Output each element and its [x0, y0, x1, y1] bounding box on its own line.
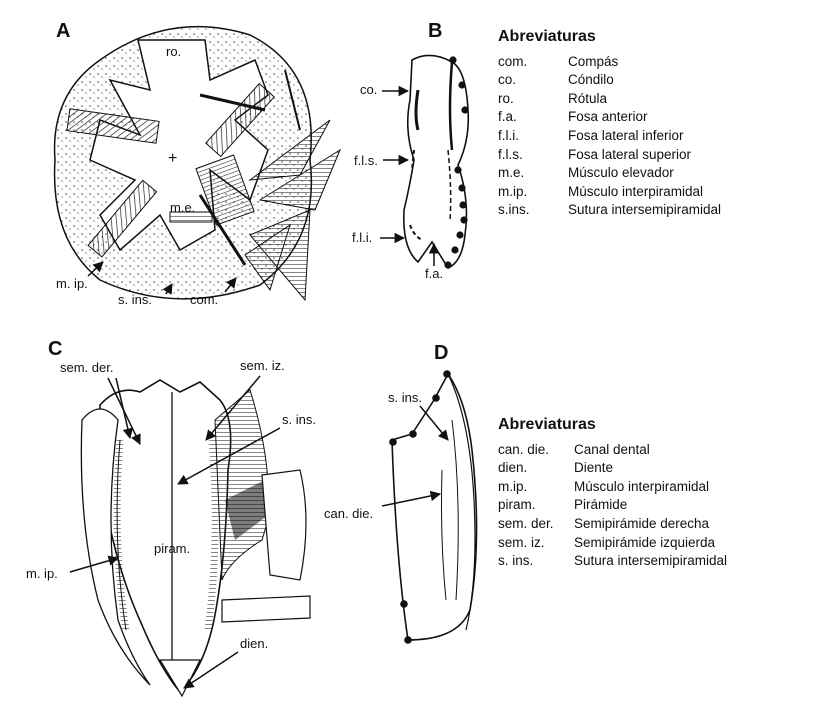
- label-a-sins: s. ins.: [118, 292, 152, 307]
- abbr-code: m.ip.: [498, 478, 528, 494]
- abbr-row: ro. Rótula: [498, 90, 721, 109]
- label-c-mip: m. ip.: [26, 566, 58, 581]
- abbr-code: can. die.: [498, 441, 550, 457]
- abbr-code: com.: [498, 53, 528, 69]
- label-co: co.: [360, 82, 377, 97]
- rotula-outline: [402, 54, 470, 270]
- abbr-meaning: Semipirámide izquierda: [574, 534, 716, 550]
- abbr-meaning: Semipirámide derecha: [574, 515, 710, 531]
- abbr-code: m.ip.: [498, 183, 528, 199]
- abbr-row: f.l.i. Fosa lateral inferior: [498, 127, 721, 146]
- abbr-row: s. ins. Sutura intersemipiramidal: [498, 552, 727, 571]
- label-com: com.: [190, 292, 218, 307]
- abbr-code: dien.: [498, 460, 528, 476]
- label-candie: can. die.: [324, 506, 373, 521]
- abbreviations-top-title: Abreviaturas: [498, 28, 596, 45]
- panel-letter-c: C: [48, 338, 63, 360]
- label-ro: ro.: [166, 44, 181, 59]
- abbr-row: f.l.s. Fosa lateral superior: [498, 146, 721, 165]
- abbr-row: sem. iz. Semipirámide izquierda: [498, 534, 727, 553]
- abbr-row: can. die. Canal dental: [498, 441, 727, 460]
- abbr-code: f.a.: [498, 109, 517, 125]
- abbr-meaning: Diente: [574, 460, 614, 476]
- panel-d-drawing: [389, 370, 478, 644]
- abbr-meaning: Músculo interpiramidal: [574, 478, 710, 494]
- abbr-meaning: Sutura intersemipiramidal: [568, 202, 722, 218]
- abbr-meaning: Cóndilo: [568, 72, 614, 88]
- label-me: m.e.: [170, 200, 195, 215]
- panel-letter-b: B: [428, 20, 443, 42]
- arrow-c-mip: [69, 555, 120, 573]
- abbr-code: m.e.: [498, 165, 525, 181]
- arrow-com: [224, 277, 237, 293]
- abbr-code: s. ins.: [498, 553, 534, 569]
- abbr-row: piram. Pirámide: [498, 496, 727, 515]
- label-fls: f.l.s.: [354, 153, 378, 168]
- arrow-semiz: [205, 375, 261, 441]
- abbr-meaning: Sutura intersemipiramidal: [574, 553, 728, 569]
- abbr-code: f.l.s.: [498, 146, 523, 162]
- label-plus: +: [168, 150, 177, 167]
- abbr-code: co.: [498, 72, 517, 88]
- abbr-code: ro.: [498, 90, 514, 106]
- label-dien: dien.: [240, 636, 268, 651]
- hemipyramid-outline: [391, 372, 478, 641]
- abbr-row: com. Compás: [498, 53, 721, 72]
- label-c-sins: s. ins.: [282, 412, 316, 427]
- panel-a-drawing: [53, 25, 342, 302]
- abbr-code: sem. der.: [498, 515, 554, 531]
- panel-b-drawing: [402, 54, 470, 270]
- abbr-meaning: Fosa lateral inferior: [568, 127, 684, 143]
- label-piram: piram.: [154, 541, 190, 556]
- abbr-row: s.ins. Sutura intersemipiramidal: [498, 201, 721, 220]
- label-semder: sem. der.: [60, 360, 113, 375]
- arrow-d-sins: [419, 405, 449, 441]
- label-fli: f.l.i.: [352, 230, 372, 245]
- panel-letter-d: D: [434, 342, 449, 364]
- panel-c-drawing: [80, 379, 311, 698]
- abbr-meaning: Fosa anterior: [568, 109, 648, 125]
- abbr-meaning: Músculo interpiramidal: [568, 183, 704, 199]
- panel-letter-a: A: [56, 20, 71, 42]
- abbr-meaning: Rótula: [568, 90, 608, 106]
- arrow-a-mip: [87, 261, 104, 277]
- label-d-sins: s. ins.: [388, 390, 422, 405]
- abbreviations-top: Abreviaturas com. Compás co. Cóndilo ro. Ró…: [498, 28, 721, 220]
- abbr-code: s.ins.: [498, 202, 530, 218]
- label-a-mip: m. ip.: [56, 276, 88, 291]
- abbr-row: f.a. Fosa anterior: [498, 108, 721, 127]
- arrow-dien: [183, 651, 239, 689]
- pyramid-outline: [99, 379, 232, 694]
- abbr-code: f.l.i.: [498, 127, 520, 143]
- label-semiz: sem. iz.: [240, 358, 285, 373]
- abbr-row: dien. Diente: [498, 459, 727, 478]
- abbr-meaning: Músculo elevador: [568, 165, 674, 181]
- abbr-row: sem. der. Semipirámide derecha: [498, 515, 727, 534]
- abbr-row: co. Cóndilo: [498, 71, 721, 90]
- abbr-code: piram.: [498, 497, 536, 513]
- abbr-row: m.e. Músculo elevador: [498, 164, 721, 183]
- abbr-meaning: Canal dental: [574, 441, 650, 457]
- arrow-semder-b: [115, 377, 133, 440]
- abbr-row: m.ip. Músculo interpiramidal: [498, 183, 721, 202]
- arrow-a-sins: [162, 283, 173, 295]
- arrow-candie: [381, 490, 442, 507]
- label-fa: f.a.: [425, 266, 443, 281]
- abbreviations-bottom-title: Abreviaturas: [498, 416, 596, 433]
- abbr-meaning: Fosa lateral superior: [568, 146, 692, 162]
- arrow-c-sins: [177, 427, 281, 485]
- abbr-code: sem. iz.: [498, 534, 545, 550]
- abbreviations-bottom: Abreviaturas can. die. Canal dental dien.…: [498, 416, 727, 571]
- abbr-meaning: Pirámide: [574, 497, 628, 513]
- abbr-row: m.ip. Músculo interpiramidal: [498, 478, 727, 497]
- abbr-meaning: Compás: [568, 53, 619, 69]
